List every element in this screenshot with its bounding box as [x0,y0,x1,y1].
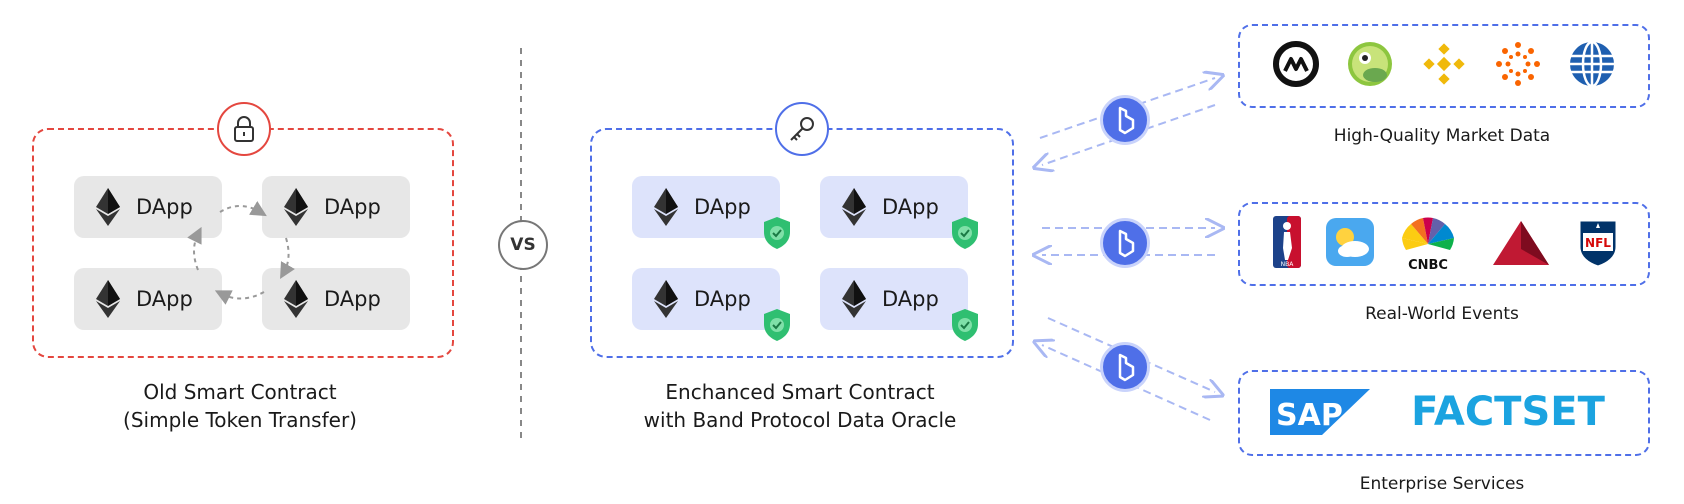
enterprise-sources [1238,370,1650,456]
caption-line: Old Smart Contract [143,380,337,404]
shield-check-icon [764,309,790,341]
enhanced-contract-caption: Enchanced Smart Contract with Band Proto… [600,378,1000,434]
ethereum-icon [96,188,120,226]
padlock-badge [217,102,271,156]
enterprise-label: Enterprise Services [1359,474,1525,494]
caption-line: Enchanced Smart Contract [665,380,935,404]
nba-wordmark: NBA [1281,261,1295,268]
key-badge [775,102,829,156]
ethereum-icon [842,188,866,226]
dapp-card: DApp [632,268,790,341]
band-protocol-node [1100,342,1150,392]
cnbc-logo: CNBC [1396,214,1460,272]
band-protocol-icon [1118,353,1135,382]
dapp-label: DApp [694,287,751,311]
market-data-sources [1238,24,1650,108]
nfl-logo: NFL [1576,216,1620,268]
ethereum-icon [654,280,678,318]
shield-check-icon [952,309,978,341]
band-protocol-icon [1118,229,1135,258]
dapp-label: DApp [136,287,193,311]
sap-wordmark: SAP [1276,398,1343,433]
old-contract-caption: Old Smart Contract (Simple Token Transfe… [60,378,420,434]
dapp-label: DApp [882,287,939,311]
ethereum-icon [284,280,308,318]
dapp-card: DApp [820,268,978,341]
delta-logo [1490,218,1552,268]
band-protocol-node [1100,95,1150,145]
dapp-card: DApp [632,176,790,249]
weather-logo [1324,216,1376,268]
ethereum-icon [842,280,866,318]
dapp-label: DApp [324,195,381,219]
ethereum-icon [284,188,308,226]
dapp-card: DApp [820,176,978,249]
market-data-label: High-Quality Market Data [1333,126,1551,146]
caption-line: (Simple Token Transfer) [123,408,357,432]
band-protocol-node [1100,218,1150,268]
band-protocol-icon [1118,106,1135,135]
factset-wordmark: FACTSET [1411,389,1605,435]
dapp-label: DApp [136,195,193,219]
dapp-card: DApp [262,176,410,238]
ethereum-icon [654,188,678,226]
reuters-logo [1492,38,1544,90]
key-icon [790,117,814,141]
globe-logo [1566,38,1618,90]
nba-logo: NBA [1272,216,1302,268]
binance-logo [1418,38,1470,90]
coingecko-logo [1344,38,1396,90]
padlock-icon [234,116,254,142]
dapp-card: DApp [74,268,222,330]
cnbc-wordmark: CNBC [1408,258,1448,272]
dapp-label: DApp [324,287,381,311]
dapp-label: DApp [882,195,939,219]
dapp-label: DApp [694,195,751,219]
vs-label: VS [510,235,536,255]
nfl-wordmark: NFL [1585,236,1611,250]
shield-check-icon [764,217,790,249]
real-world-sources [1238,202,1650,286]
real-world-label: Real-World Events [1365,304,1519,324]
factset-logo: FACTSET [1398,384,1618,440]
caption-line: with Band Protocol Data Oracle [643,408,957,432]
transfer-cycle-arrows [187,201,295,305]
vs-badge: VS [498,220,548,270]
coinmarketcap-logo [1270,38,1322,90]
sap-logo: SAP [1270,386,1370,438]
shield-check-icon [952,217,978,249]
ethereum-icon [96,280,120,318]
